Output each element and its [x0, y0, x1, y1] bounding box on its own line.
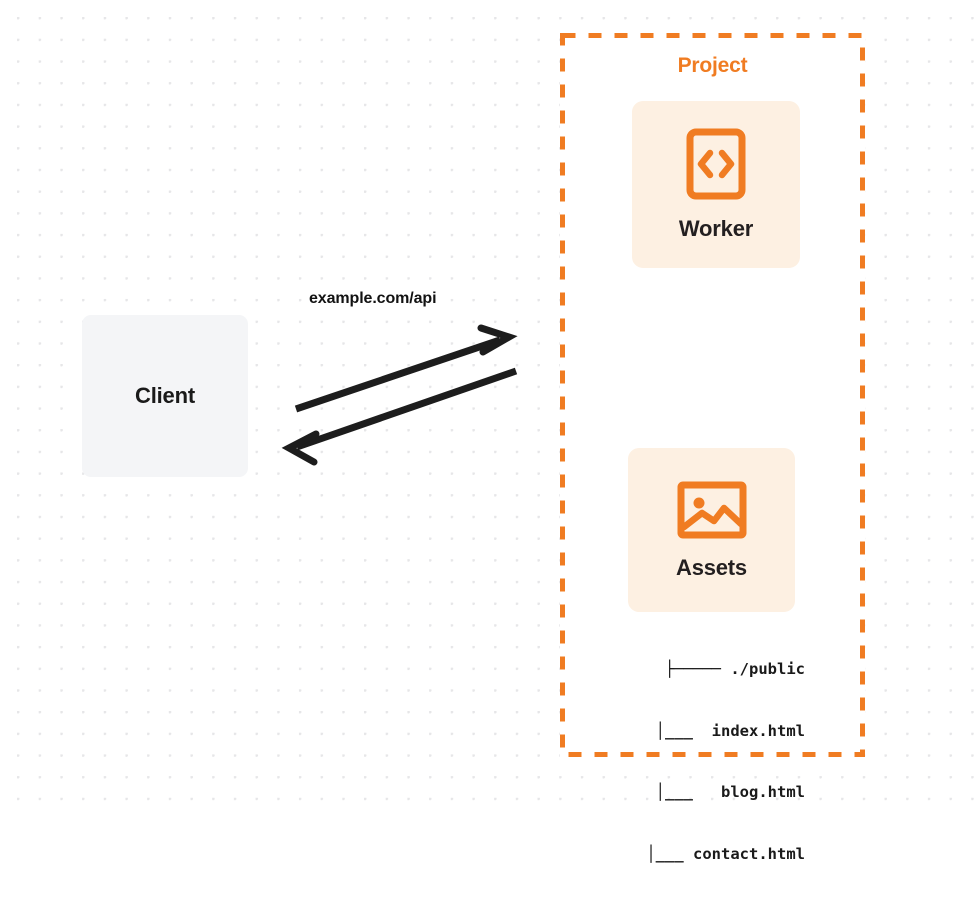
- response-arrow: [281, 367, 518, 466]
- image-icon: [677, 480, 747, 540]
- file-tree-row: │___ blog.html: [637, 783, 805, 801]
- request-arrow: [294, 324, 518, 413]
- project-group-title: Project: [670, 54, 755, 78]
- file-tree-row: │___ index.html: [637, 721, 805, 740]
- file-tree-row: ├───── ./public: [665, 660, 805, 678]
- diagram-canvas: Client example.com/api Project: [0, 0, 980, 863]
- client-node-label: Client: [135, 383, 195, 408]
- assets-card[interactable]: Assets: [628, 448, 795, 612]
- assets-card-label: Assets: [676, 554, 747, 580]
- client-node[interactable]: Client: [82, 315, 248, 477]
- worker-card[interactable]: Worker: [632, 101, 800, 268]
- assets-file-tree: ├───── ./public │___ index.html │___ blo…: [600, 618, 805, 905]
- connection-label: example.com/api: [309, 290, 437, 307]
- worker-card-label: Worker: [678, 215, 754, 241]
- file-tree-row: │___ contact.html: [627, 844, 805, 863]
- code-brackets-icon: [686, 128, 746, 200]
